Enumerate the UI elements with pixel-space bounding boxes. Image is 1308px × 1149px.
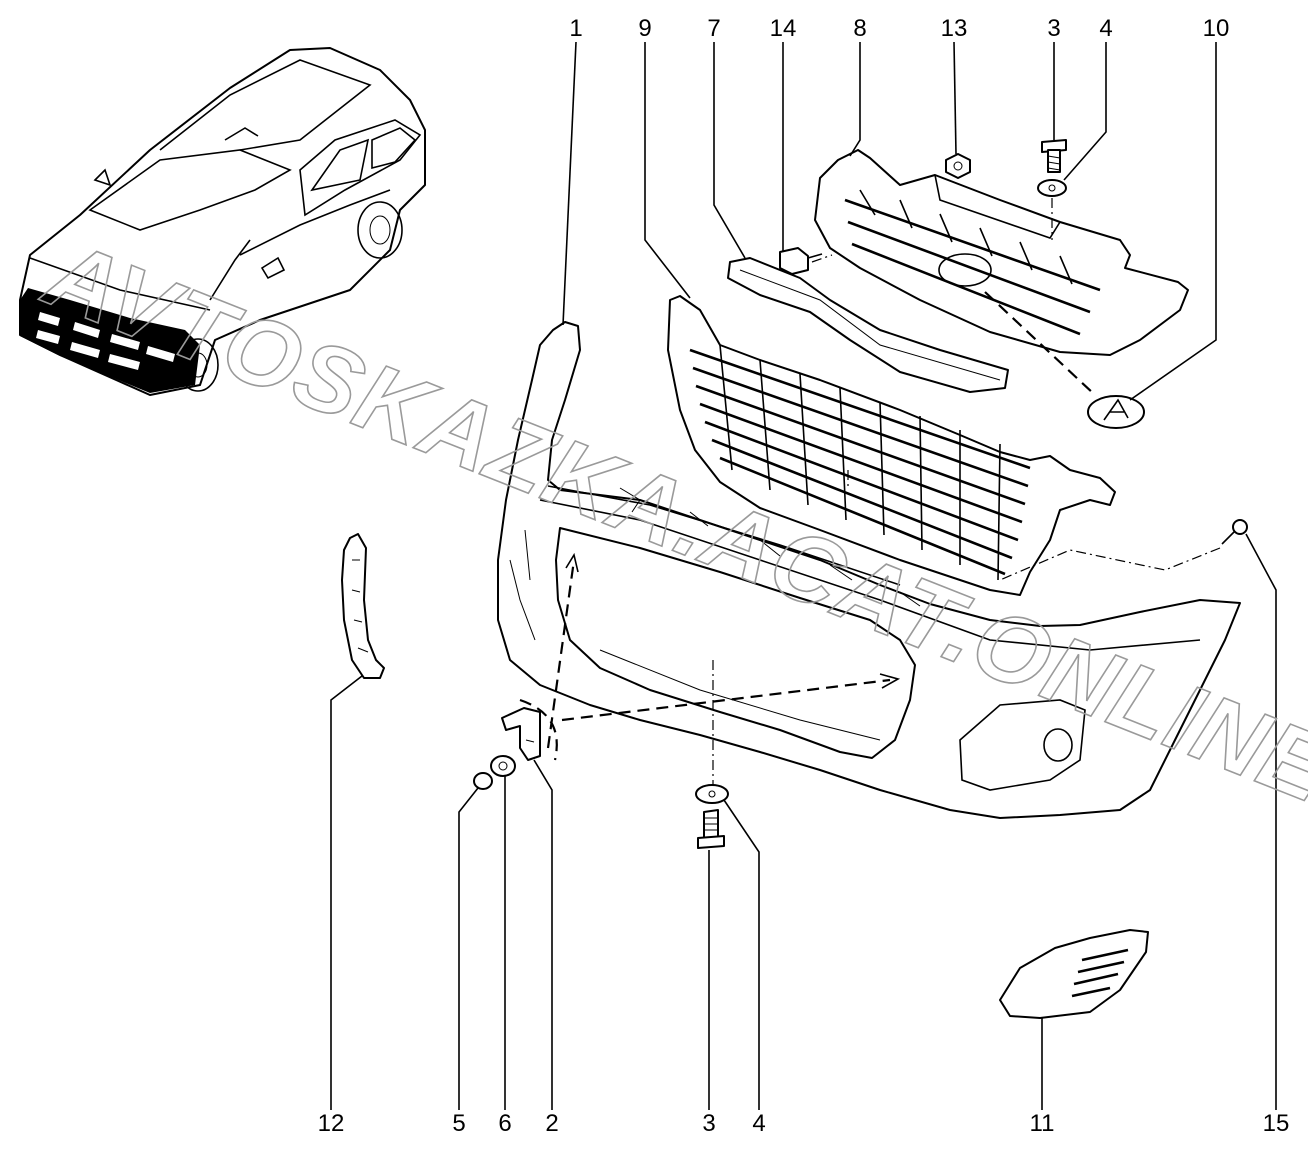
callout-10: 10 <box>1203 15 1230 42</box>
upper-grille-panel <box>814 149 1189 356</box>
callout-3-bottom: 3 <box>702 1110 715 1137</box>
front-bumper <box>497 321 1241 819</box>
screw-washer-top <box>1037 139 1067 197</box>
callout-2: 2 <box>545 1110 558 1137</box>
callout-5: 5 <box>452 1110 465 1137</box>
callout-numbers-bottom: 12 5 6 2 3 4 11 15 <box>318 1110 1290 1137</box>
callout-4-bottom: 4 <box>752 1110 765 1137</box>
clip-part-14 <box>779 247 823 275</box>
callout-6: 6 <box>498 1110 511 1137</box>
screw-part-15 <box>1221 519 1248 545</box>
vehicle-overview <box>19 47 426 396</box>
assembly-lines <box>519 198 1221 786</box>
callout-14: 14 <box>770 15 797 42</box>
callout-numbers-top: 1 9 7 14 8 13 3 4 10 <box>569 15 1229 42</box>
callout-3-top: 3 <box>1047 15 1060 42</box>
callout-4-top: 4 <box>1099 15 1112 42</box>
lower-grille <box>667 295 1116 596</box>
callout-13: 13 <box>941 15 968 42</box>
nut-washer-5-6 <box>473 755 516 790</box>
bracket-part-2 <box>501 707 541 761</box>
callout-7: 7 <box>707 15 720 42</box>
emblem <box>984 291 1145 429</box>
leader-lines <box>330 41 1277 1110</box>
screw-washer-bottom <box>695 784 729 849</box>
callout-15: 15 <box>1263 1110 1290 1137</box>
side-bracket-part-12 <box>341 533 385 679</box>
callout-9: 9 <box>638 15 651 42</box>
callout-11: 11 <box>1030 1110 1055 1137</box>
nut-part-13 <box>945 153 971 179</box>
callout-8: 8 <box>853 15 866 42</box>
callout-1: 1 <box>569 15 582 42</box>
callout-12: 12 <box>318 1110 345 1137</box>
fog-lamp-grille-part-11 <box>999 929 1149 1019</box>
trim-strip <box>727 257 1009 393</box>
